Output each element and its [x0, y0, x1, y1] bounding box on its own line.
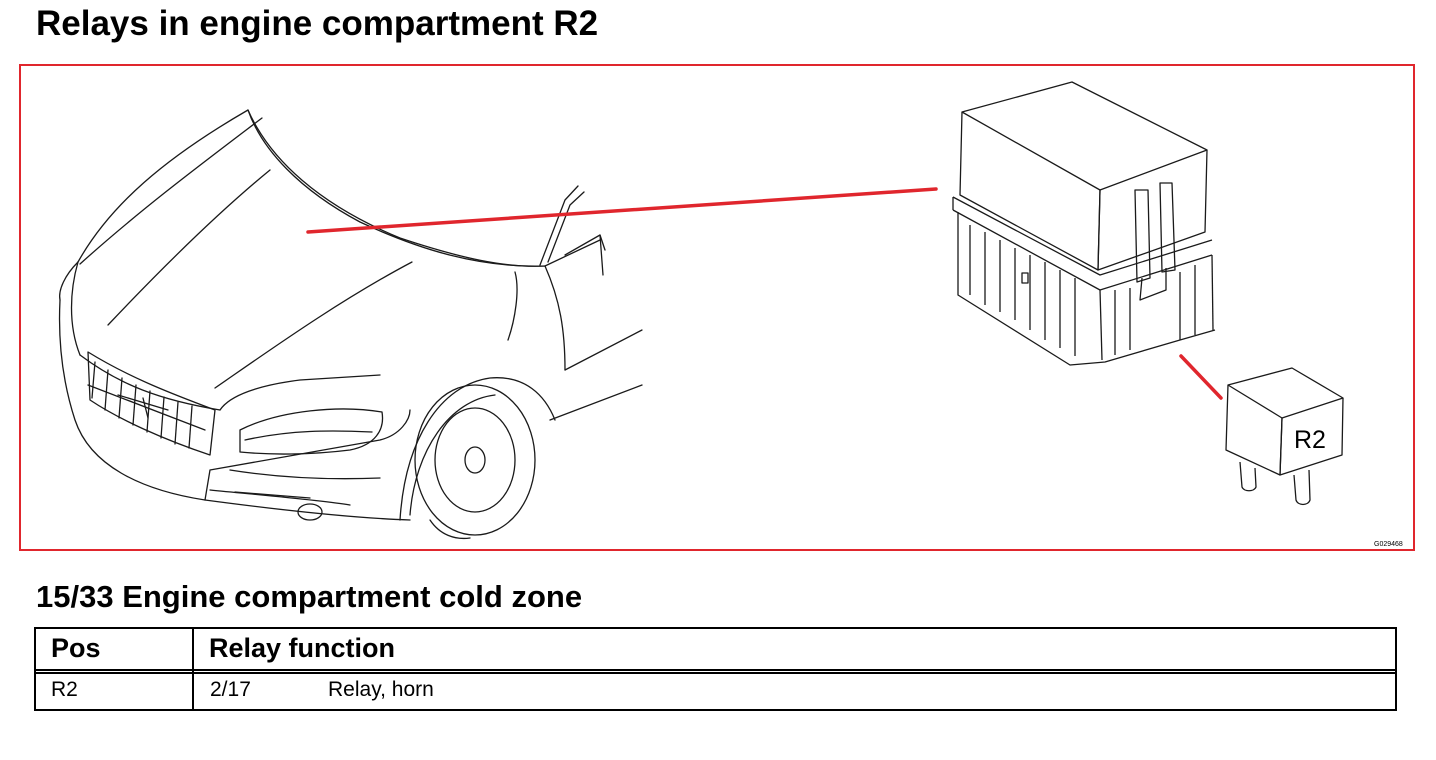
row-pos: R2	[51, 678, 78, 701]
relay-r2-label: R2	[1294, 426, 1326, 454]
table-header	[36, 629, 1395, 674]
header-relay-function: Relay function	[209, 633, 396, 663]
page-title: Relays in engine compartment R2	[36, 4, 599, 43]
relay-r2-drawing	[1225, 367, 1344, 506]
figure-code: G029468	[1374, 541, 1403, 548]
relay-box-drawing	[952, 81, 1216, 366]
callout-hood-to-box	[306, 187, 938, 234]
row-description: Relay, horn	[328, 678, 434, 701]
car-front-drawing	[58, 109, 643, 540]
header-pos: Pos	[51, 633, 101, 663]
column-divider	[192, 629, 194, 709]
figure-frame	[19, 64, 1415, 551]
callout-lines	[306, 187, 1223, 400]
callout-box-to-relay	[1179, 354, 1223, 400]
section-title: 15/33 Engine compartment cold zone	[36, 579, 583, 614]
row-code: 2/17	[210, 678, 251, 701]
relay-table: Pos Relay function R2 2/17 Relay, horn	[34, 627, 1397, 711]
